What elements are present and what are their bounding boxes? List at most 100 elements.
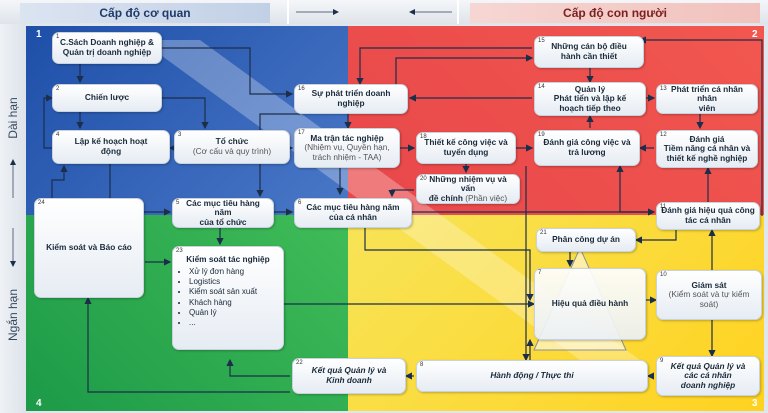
quadrant-1-number: 1 <box>36 29 42 40</box>
box-21-line1: Phân công dự án <box>552 234 620 245</box>
box-20-line2-note: (Phần việc) <box>462 192 508 203</box>
box-22-number: 22 <box>296 360 303 366</box>
header-organization-level: Cấp độ cơ quan <box>20 3 270 23</box>
box-23-number: 23 <box>176 248 183 254</box>
box-1-line1: C.Sách Doanh nghiệp & <box>59 37 155 48</box>
box-20-number: 20 <box>420 176 427 182</box>
box-16-number: 16 <box>298 86 305 92</box>
quadrant-4-number: 4 <box>36 398 42 409</box>
box-9-line1: Kết quả Quản lý và <box>670 360 746 371</box>
box-3-line1: Tổ chức <box>215 136 249 147</box>
box-18-line2: tuyển dụng <box>443 147 489 157</box>
box-22-management-results: 22 Kết quả Quản lý và Kinh doanh <box>292 358 406 394</box>
box-5-number: 5 <box>176 200 180 206</box>
box-7-operational-efficiency: 7 Hiệu quả điều hành <box>534 268 646 340</box>
box-13-number: 13 <box>660 86 667 92</box>
box-24-control-and-reporting: 24 Kiểm soát và Báo cáo <box>34 198 144 298</box>
box-8-line1: Hành động / Thực thi <box>490 370 574 381</box>
box-4-line2: động <box>100 146 122 156</box>
box-14-line1: Quản lý <box>574 83 606 94</box>
box-12-line2: Tiềm năng cá nhân và <box>663 143 751 154</box>
box-23-title: Kiểm soát tác nghiệp <box>186 254 270 264</box>
box-12-number: 12 <box>660 132 667 138</box>
box-13-line1: Phát triển cá nhân nhân <box>671 83 743 104</box>
box-23-operations-control: 23 Kiểm soát tác nghiệp Xử lý đơn hàng L… <box>172 246 284 350</box>
box-9-line2: các cá nhân <box>684 370 732 381</box>
box-17-operations-matrix: 17 Ma trận tác nghiệp (Nhiệm vụ, Quyền h… <box>294 128 400 168</box>
box-4-number: 4 <box>56 132 60 138</box>
box-9-line3: doanh nghiệp <box>680 379 736 390</box>
box-12-line3: thiết kế nghề nghiệp <box>666 152 748 163</box>
box-17-line2: (Nhiệm vụ, Quyền hạn, <box>304 142 390 153</box>
box-3-organization: 3 Tổ chức (Cơ cấu và quy trình) <box>174 130 290 164</box>
box-5-line1: Các mục tiêu hàng năm <box>186 197 260 218</box>
box-15-line2: hành cần thiết <box>560 51 618 61</box>
box-8-number: 8 <box>420 362 424 368</box>
box-21-number: 21 <box>540 230 547 236</box>
box-20-main-tasks: 20 Những nhiệm vụ và vấn đề chính (Phần … <box>416 174 520 204</box>
box-17-line1: Ma trận tác nghiệp <box>310 132 384 143</box>
box-13-employee-development: 13 Phát triển cá nhân nhân viên <box>656 84 758 114</box>
box-1-line2: Quản trị doanh nghiệp <box>62 47 152 57</box>
box-19-line2: trả lương <box>568 147 606 157</box>
box-15-number: 15 <box>538 38 545 44</box>
box-14-number: 14 <box>538 84 545 90</box>
box-19-job-evaluation: 19 Đánh giá công việc và trả lương <box>534 130 640 166</box>
box-13-line2: viên <box>698 102 716 113</box>
box-24-number: 24 <box>38 200 45 206</box>
list-item: Xử lý đơn hàng <box>189 267 257 277</box>
box-1-number: 1 <box>56 34 60 40</box>
box-6-line2: của cá nhân <box>329 212 377 222</box>
box-24-line1: Kiểm soát và Báo cáo <box>46 242 132 253</box>
box-18-number: 18 <box>420 134 427 140</box>
box-14-line3: hoạch tiếp theo <box>559 102 621 113</box>
list-item: Quản lý <box>189 308 257 318</box>
box-6-line1: Các mục tiêu hàng năm <box>306 202 400 213</box>
box-18-line1: Thiết kế công việc và <box>424 137 508 148</box>
list-item: ... <box>189 318 257 328</box>
box-21-project-assignment: 21 Phân công dự án <box>536 228 636 252</box>
box-8-action-execution: 8 Hành động / Thực thi <box>416 360 648 392</box>
box-2-line1: Chiến lược <box>84 92 130 103</box>
header-people-level: Cấp độ con người <box>470 3 760 23</box>
box-2-strategy: 2 Chiến lược <box>52 84 162 112</box>
box-10-line1: Giám sát <box>691 279 727 290</box>
box-11-performance-evaluation: 11 Đánh giá hiệu quả công tác cá nhân <box>656 202 760 230</box>
box-16-line1: Sự phát triển doanh <box>311 88 391 99</box>
box-11-number: 11 <box>660 204 667 210</box>
box-20-line2: đề chính <box>428 192 463 203</box>
box-2-number: 2 <box>56 86 60 92</box>
box-12-potential-assessment: 12 Đánh giá Tiềm năng cá nhân và thiết k… <box>656 130 758 168</box>
box-5-organization-annual-goals: 5 Các mục tiêu hàng năm của tổ chức <box>172 198 274 228</box>
box-16-business-development: 16 Sự phát triển doanh nghiệp <box>294 84 408 114</box>
box-17-line3: trách nhiệm - TAA) <box>312 151 382 162</box>
quadrant-2-number: 2 <box>752 29 758 40</box>
list-item: Logistics <box>189 277 257 287</box>
box-11-line1: Đánh giá hiệu quả công <box>661 205 755 216</box>
box-12-line1: Đánh giá <box>689 133 725 144</box>
box-17-number: 17 <box>298 130 305 136</box>
box-18-job-design: 18 Thiết kế công việc và tuyển dụng <box>416 132 516 164</box>
box-3-number: 3 <box>178 132 182 138</box>
box-9-individual-results: 9 Kết quả Quản lý và các cá nhân doanh n… <box>656 356 760 396</box>
box-10-number: 10 <box>660 272 667 278</box>
box-9-number: 9 <box>660 358 664 364</box>
box-6-individual-annual-goals: 6 Các mục tiêu hàng năm của cá nhân <box>294 198 412 228</box>
box-6-number: 6 <box>298 200 302 206</box>
box-7-line1: Hiệu quả điều hành <box>551 298 629 309</box>
box-4-line1: Lập kế hoạch hoạt <box>74 136 148 147</box>
box-22-line1: Kết quả Quản lý và <box>311 365 387 376</box>
quadrant-3-number: 3 <box>752 398 758 409</box>
box-5-line2: của tổ chức <box>199 216 247 227</box>
box-11-line2: tác cá nhân <box>685 215 731 225</box>
box-19-line1: Đánh giá công việc và <box>543 137 631 148</box>
list-item: Kiểm soát sản xuất <box>189 287 257 297</box>
box-1-corporate-policy: 1 C.Sách Doanh nghiệp & Quản trị doanh n… <box>52 32 162 64</box>
box-10-supervision: 10 Giám sát (Kiểm soát và tự kiểm soát) <box>656 270 762 320</box>
box-3-line2: (Cơ cấu và quy trình) <box>192 146 272 156</box>
box-20-line1: Những nhiệm vụ và vấn <box>429 173 507 194</box>
box-19-number: 19 <box>538 132 545 138</box>
box-15-required-executives: 15 Những cán bộ điều hành cần thiết <box>534 36 644 68</box>
box-22-line2: Kinh doanh <box>326 375 372 385</box>
box-16-line2: nghiệp <box>337 98 365 108</box>
